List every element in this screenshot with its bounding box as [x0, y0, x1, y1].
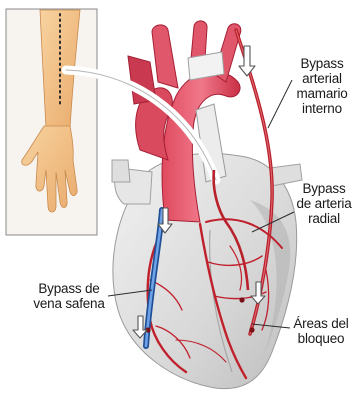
blockage-marker-3 — [249, 327, 254, 332]
label-blockage-areas: Áreas del bloqueo — [284, 316, 358, 346]
label-radial-bypass: Bypass de arteria radial — [288, 181, 360, 226]
arm-inset — [6, 9, 97, 235]
pulmonary-vein-left — [112, 160, 130, 182]
brachiocephalic-artery — [152, 25, 178, 88]
blockage-marker-2 — [239, 297, 244, 302]
label-saphenous-bypass: Bypass de vena safena — [28, 281, 110, 311]
label-mammary-bypass: Bypass arterial mamario interno — [286, 56, 358, 116]
